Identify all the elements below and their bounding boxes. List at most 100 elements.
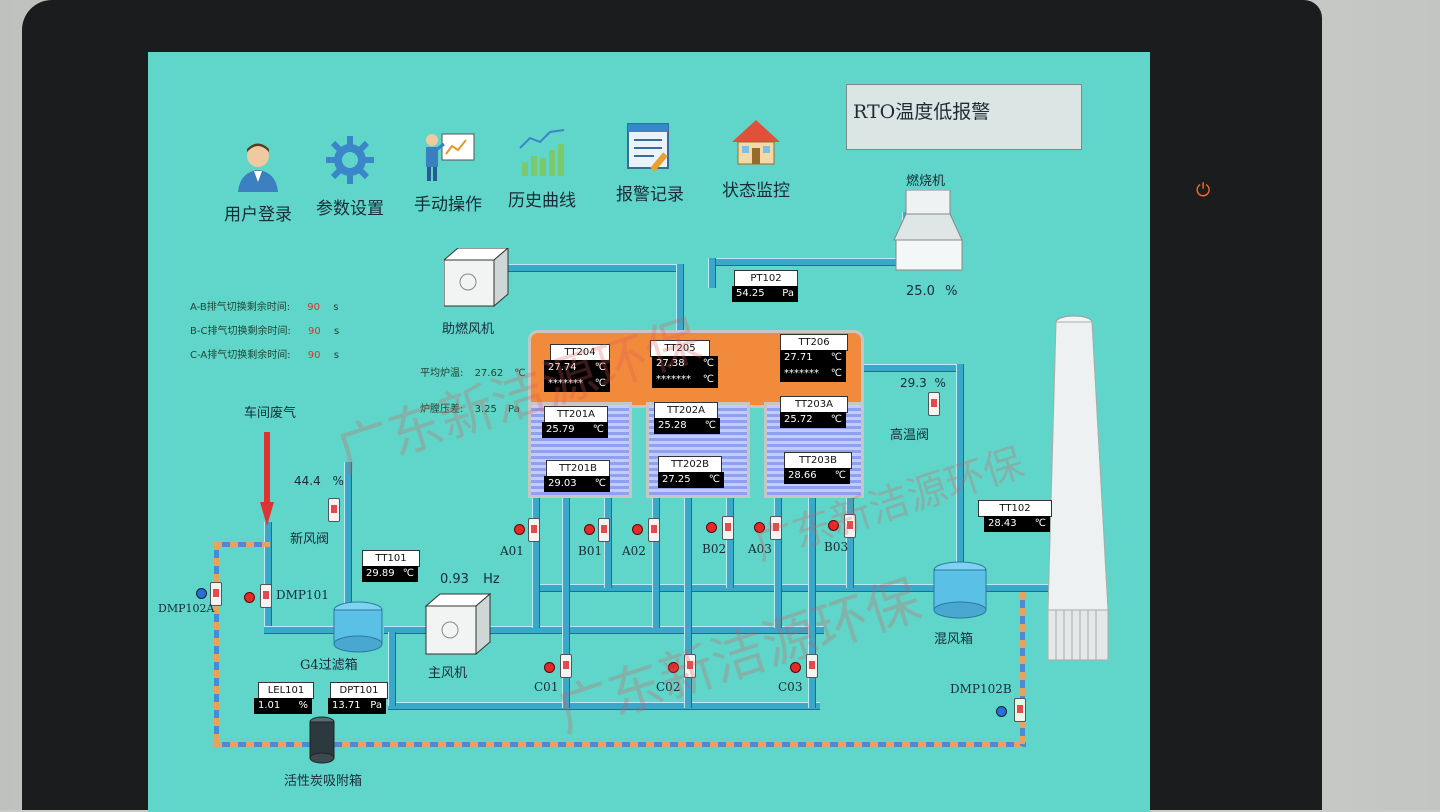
c03-status-lamp <box>790 662 801 673</box>
burner-unit[interactable] <box>892 190 972 274</box>
tag-tt202a: TT202A <box>654 402 718 419</box>
pipe-a03 <box>774 488 782 628</box>
dmp102a-label: DMP102A <box>158 602 215 615</box>
valve-c01-label: C01 <box>534 680 559 694</box>
workshop-gas-arrow-icon <box>260 432 274 526</box>
pipe-b03 <box>846 488 854 588</box>
b01-status-lamp <box>584 524 595 535</box>
dmp102b-status-lamp <box>996 706 1007 717</box>
valve-b03[interactable] <box>844 514 856 538</box>
carbon-loop-right <box>1020 592 1025 746</box>
tag-tt205: TT205 <box>650 340 710 357</box>
power-icon[interactable]: ⏻ <box>1196 180 1211 201</box>
a03-status-lamp <box>754 522 765 533</box>
timer-bc: B-C排气切换剩余时间: 90 s <box>190 326 340 337</box>
pipe-a01 <box>532 488 540 628</box>
nav-alarm-record[interactable]: 报警记录 <box>602 118 698 205</box>
timer-ca: C-A排气切换剩余时间: 90 s <box>190 350 339 361</box>
fresh-valve-output: 44.4 % <box>294 474 344 488</box>
dmp102b-valve[interactable] <box>1014 698 1026 722</box>
valve-c02[interactable] <box>684 654 696 678</box>
tag-dpt101: DPT101 <box>330 682 388 699</box>
value-tt202b: 27.25℃ <box>658 472 724 488</box>
tag-tt102: TT102 <box>978 500 1052 517</box>
house-icon <box>732 120 780 165</box>
tag-tt201a: TT201A <box>544 406 608 423</box>
tag-tt101: TT101 <box>362 550 420 567</box>
dmp102a-status-lamp <box>196 588 207 599</box>
nav-history-curve[interactable]: 历史曲线 <box>494 124 590 211</box>
valve-c03[interactable] <box>806 654 818 678</box>
nav-user-login[interactable]: 用户登录 <box>210 138 306 225</box>
fresh-valve-label: 新风阀 <box>290 532 330 547</box>
carbon-loop-bottom <box>214 742 1026 747</box>
a02-status-lamp <box>632 524 643 535</box>
tag-pt102: PT102 <box>734 270 798 287</box>
valve-b01[interactable] <box>598 518 610 542</box>
pipe-c03 <box>808 488 816 708</box>
valve-c01[interactable] <box>560 654 572 678</box>
g4-filter-label: G4过滤箱 <box>300 658 358 673</box>
timer-ab: A-B排气切换剩余时间: 90 s <box>190 302 339 313</box>
valve-a03[interactable] <box>770 516 782 540</box>
value-tt202a: 25.28℃ <box>654 418 720 434</box>
nav-manual-op[interactable]: 手动操作 <box>400 128 496 215</box>
dmp101-status-lamp <box>244 592 255 603</box>
carbon-adsorption-box <box>309 716 335 764</box>
pipe-c01 <box>562 488 570 708</box>
nav-label: 手动操作 <box>414 195 482 215</box>
dmp101-valve[interactable] <box>260 584 272 608</box>
burner-label: 燃烧机 <box>906 174 946 189</box>
fresh-air-valve[interactable] <box>328 498 340 522</box>
valve-c02-label: C02 <box>656 680 681 694</box>
carbon-loop-left <box>214 542 219 746</box>
clipboard-icon <box>627 123 669 172</box>
pipe-high-temp <box>854 364 962 372</box>
value-tt206: 27.71℃ <box>780 350 846 366</box>
valve-a01[interactable] <box>528 518 540 542</box>
dmp102a-valve[interactable] <box>210 582 222 606</box>
carbon-loop-top <box>214 542 270 547</box>
tag-tt202b: TT202B <box>658 456 722 473</box>
chimney <box>1048 315 1109 661</box>
nav-label: 参数设置 <box>316 199 384 219</box>
user-icon <box>238 143 278 192</box>
high-temp-valve[interactable] <box>928 392 940 416</box>
valve-b01-label: B01 <box>578 544 603 558</box>
pipe-high-temp-down <box>956 364 964 586</box>
b02-status-lamp <box>706 522 717 533</box>
value-tt204-sub: *******℃ <box>544 376 610 392</box>
mix-box <box>933 561 987 619</box>
valve-a02[interactable] <box>648 518 660 542</box>
nav-param-settings[interactable]: 参数设置 <box>302 132 398 219</box>
value-tt205: 27.38℃ <box>652 356 718 372</box>
valve-b02[interactable] <box>722 516 734 540</box>
main-fan-unit[interactable] <box>424 592 492 656</box>
burner-output: 25.0 % <box>906 284 958 299</box>
pipe-burner-down <box>708 258 716 288</box>
hmi-screen: 用户登录 参数设置 手动操作 历史曲线 报警记录 状态监控 RTO温度低报警 A… <box>148 52 1150 812</box>
pipe-assist-fan-down <box>676 264 684 334</box>
dmp101-label: DMP101 <box>276 588 329 602</box>
furnace-pressure-diff: 炉膛压差: 3.25 Pa <box>420 404 520 415</box>
value-tt203a: 25.72℃ <box>780 412 846 428</box>
assist-fan-label: 助燃风机 <box>442 322 495 337</box>
b03-status-lamp <box>828 520 839 531</box>
avg-furnace-temp: 平均炉温: 27.62 ℃ <box>420 368 526 379</box>
main-fan-label: 主风机 <box>428 666 468 681</box>
tag-tt201b: TT201B <box>546 460 610 477</box>
nav-status-monitor[interactable]: 状态监控 <box>708 114 804 201</box>
value-tt204: 27.74℃ <box>544 360 610 376</box>
valve-b02-label: B02 <box>702 542 727 556</box>
mix-box-label: 混风箱 <box>934 632 974 647</box>
pipe-c02 <box>684 488 692 708</box>
value-tt203b: 28.66℃ <box>784 468 850 484</box>
alarm-display: RTO温度低报警 <box>846 84 1082 150</box>
pipe-bottom-return <box>388 702 820 710</box>
valve-a01-label: A01 <box>500 544 524 558</box>
valve-b03-label: B03 <box>824 540 849 554</box>
assist-fan-unit[interactable] <box>444 248 510 308</box>
value-tt201a: 25.79℃ <box>542 422 608 438</box>
